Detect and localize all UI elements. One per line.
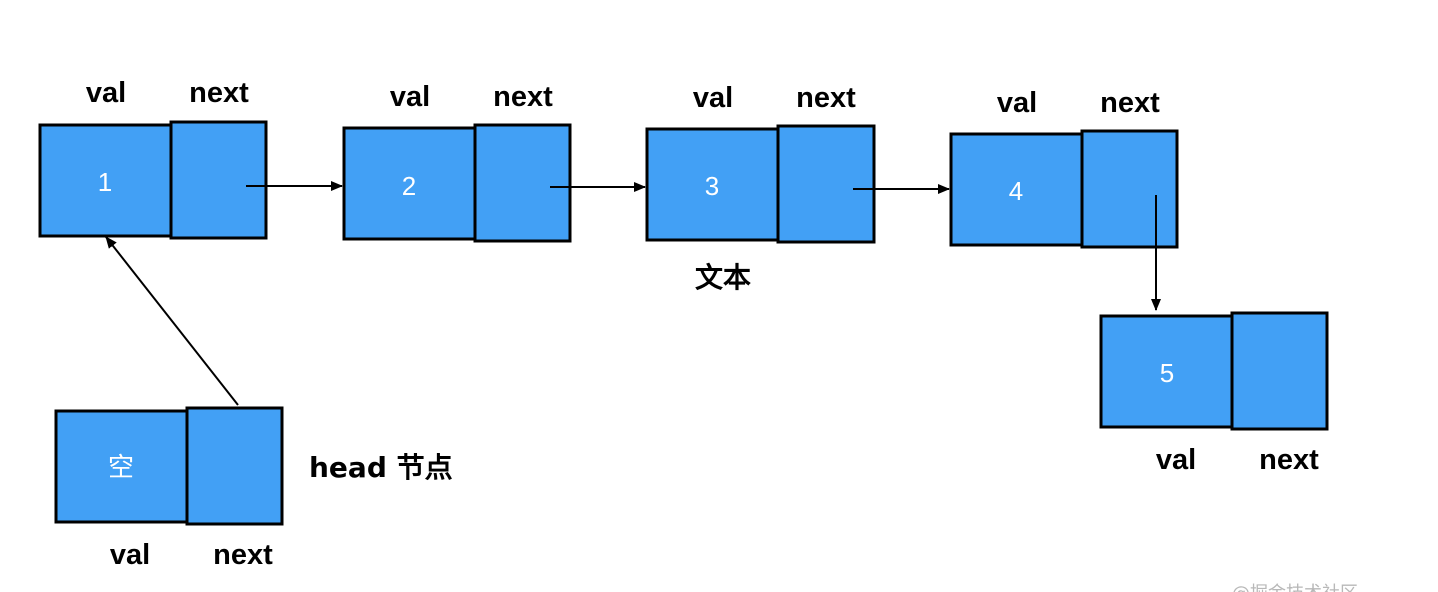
next-cell [169, 120, 268, 240]
node-1: val next 1 [38, 77, 268, 240]
head-node-annotation: head 节点 [309, 451, 453, 484]
node-value: 2 [402, 171, 416, 201]
node-5: 5 val next [1099, 311, 1329, 476]
node-4: val next 4 [949, 87, 1179, 249]
next-label: next [213, 539, 273, 571]
next-cell [185, 406, 284, 526]
text-annotation: 文本 [695, 261, 751, 294]
watermark: @掘金技术社区 [1232, 583, 1358, 592]
val-label: val [390, 81, 430, 113]
next-cell [473, 123, 572, 243]
val-label: val [997, 87, 1037, 119]
next-cell [1080, 129, 1179, 249]
head-node: 空 val next [54, 406, 284, 571]
node-value: 5 [1160, 358, 1174, 388]
next-label: next [1100, 87, 1160, 119]
node-value: 空 [108, 452, 134, 482]
node-2: val next 2 [342, 81, 572, 243]
next-label: next [189, 77, 249, 109]
next-label: next [1259, 444, 1319, 476]
val-cell [54, 409, 189, 524]
next-label: next [493, 81, 553, 113]
node-value: 4 [1009, 176, 1023, 206]
node-value: 3 [705, 171, 719, 201]
val-label: val [693, 82, 733, 114]
val-cell [1099, 314, 1234, 429]
val-cell [38, 123, 173, 238]
val-cell [342, 126, 477, 241]
next-label: next [796, 82, 856, 114]
next-cell [776, 124, 876, 244]
next-cell [1230, 311, 1329, 431]
node-3: val next 3 [645, 82, 876, 244]
val-label: val [110, 539, 150, 571]
node-value: 1 [98, 167, 112, 197]
val-cell [645, 127, 780, 242]
val-label: val [1156, 444, 1196, 476]
head-to-node-1-arrow [105, 236, 239, 406]
val-label: val [86, 77, 126, 109]
